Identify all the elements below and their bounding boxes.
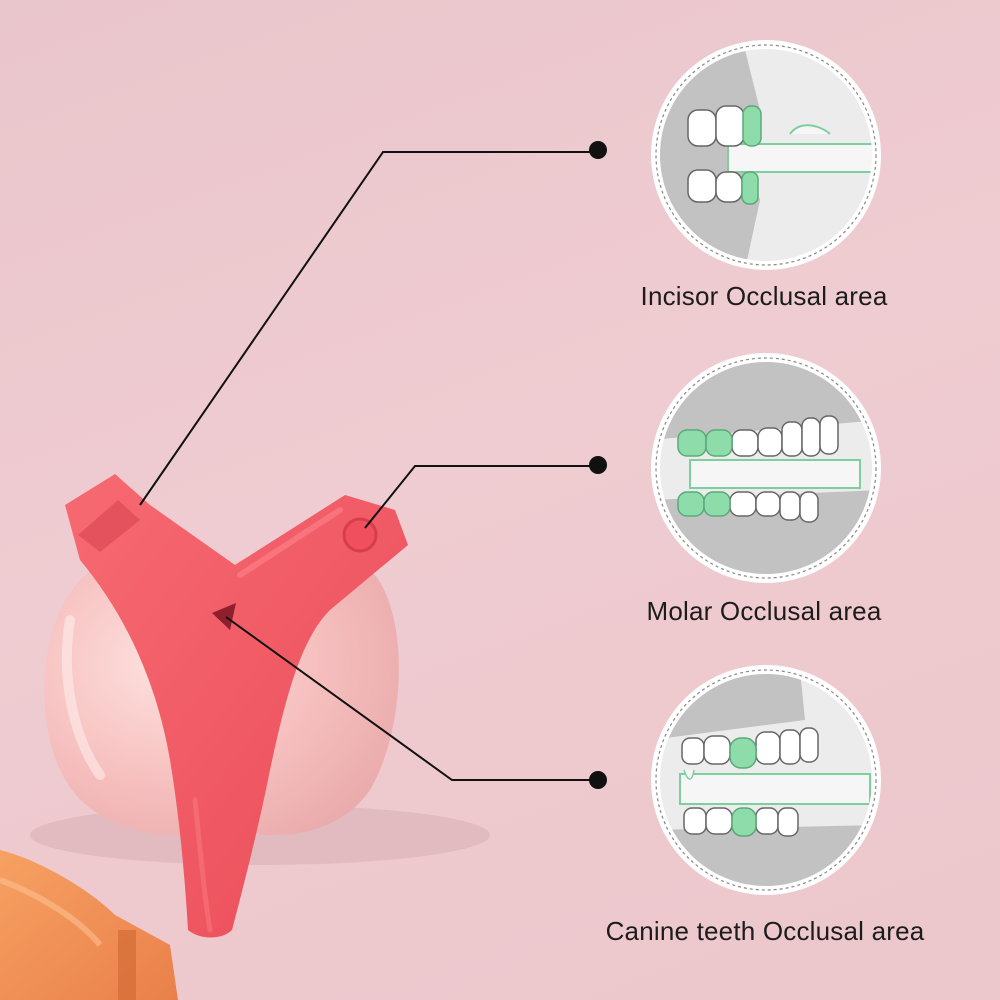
leader-line-molar <box>364 465 598 529</box>
leader-lines <box>139 151 598 781</box>
incisor-occlusal-label: Incisor Occlusal area <box>640 281 888 311</box>
canine-diagram <box>651 665 881 895</box>
leader-line-incisor <box>139 151 598 506</box>
leader-line-canine <box>225 616 598 781</box>
trainer-hole <box>212 603 236 630</box>
orange-object <box>0 850 178 1000</box>
canine-occlusal-label: Canine teeth Occlusal area <box>605 916 925 946</box>
incisor-diagram <box>651 40 881 270</box>
leader-dot-canine <box>589 771 607 789</box>
trainer-bump <box>342 517 378 553</box>
teeth-trainer <box>65 474 408 938</box>
molar-occlusal-label: Molar Occlusal area <box>646 596 882 626</box>
molar-diagram <box>651 353 881 583</box>
leader-dot-incisor <box>589 141 607 159</box>
leader-dot-molar <box>589 456 607 474</box>
